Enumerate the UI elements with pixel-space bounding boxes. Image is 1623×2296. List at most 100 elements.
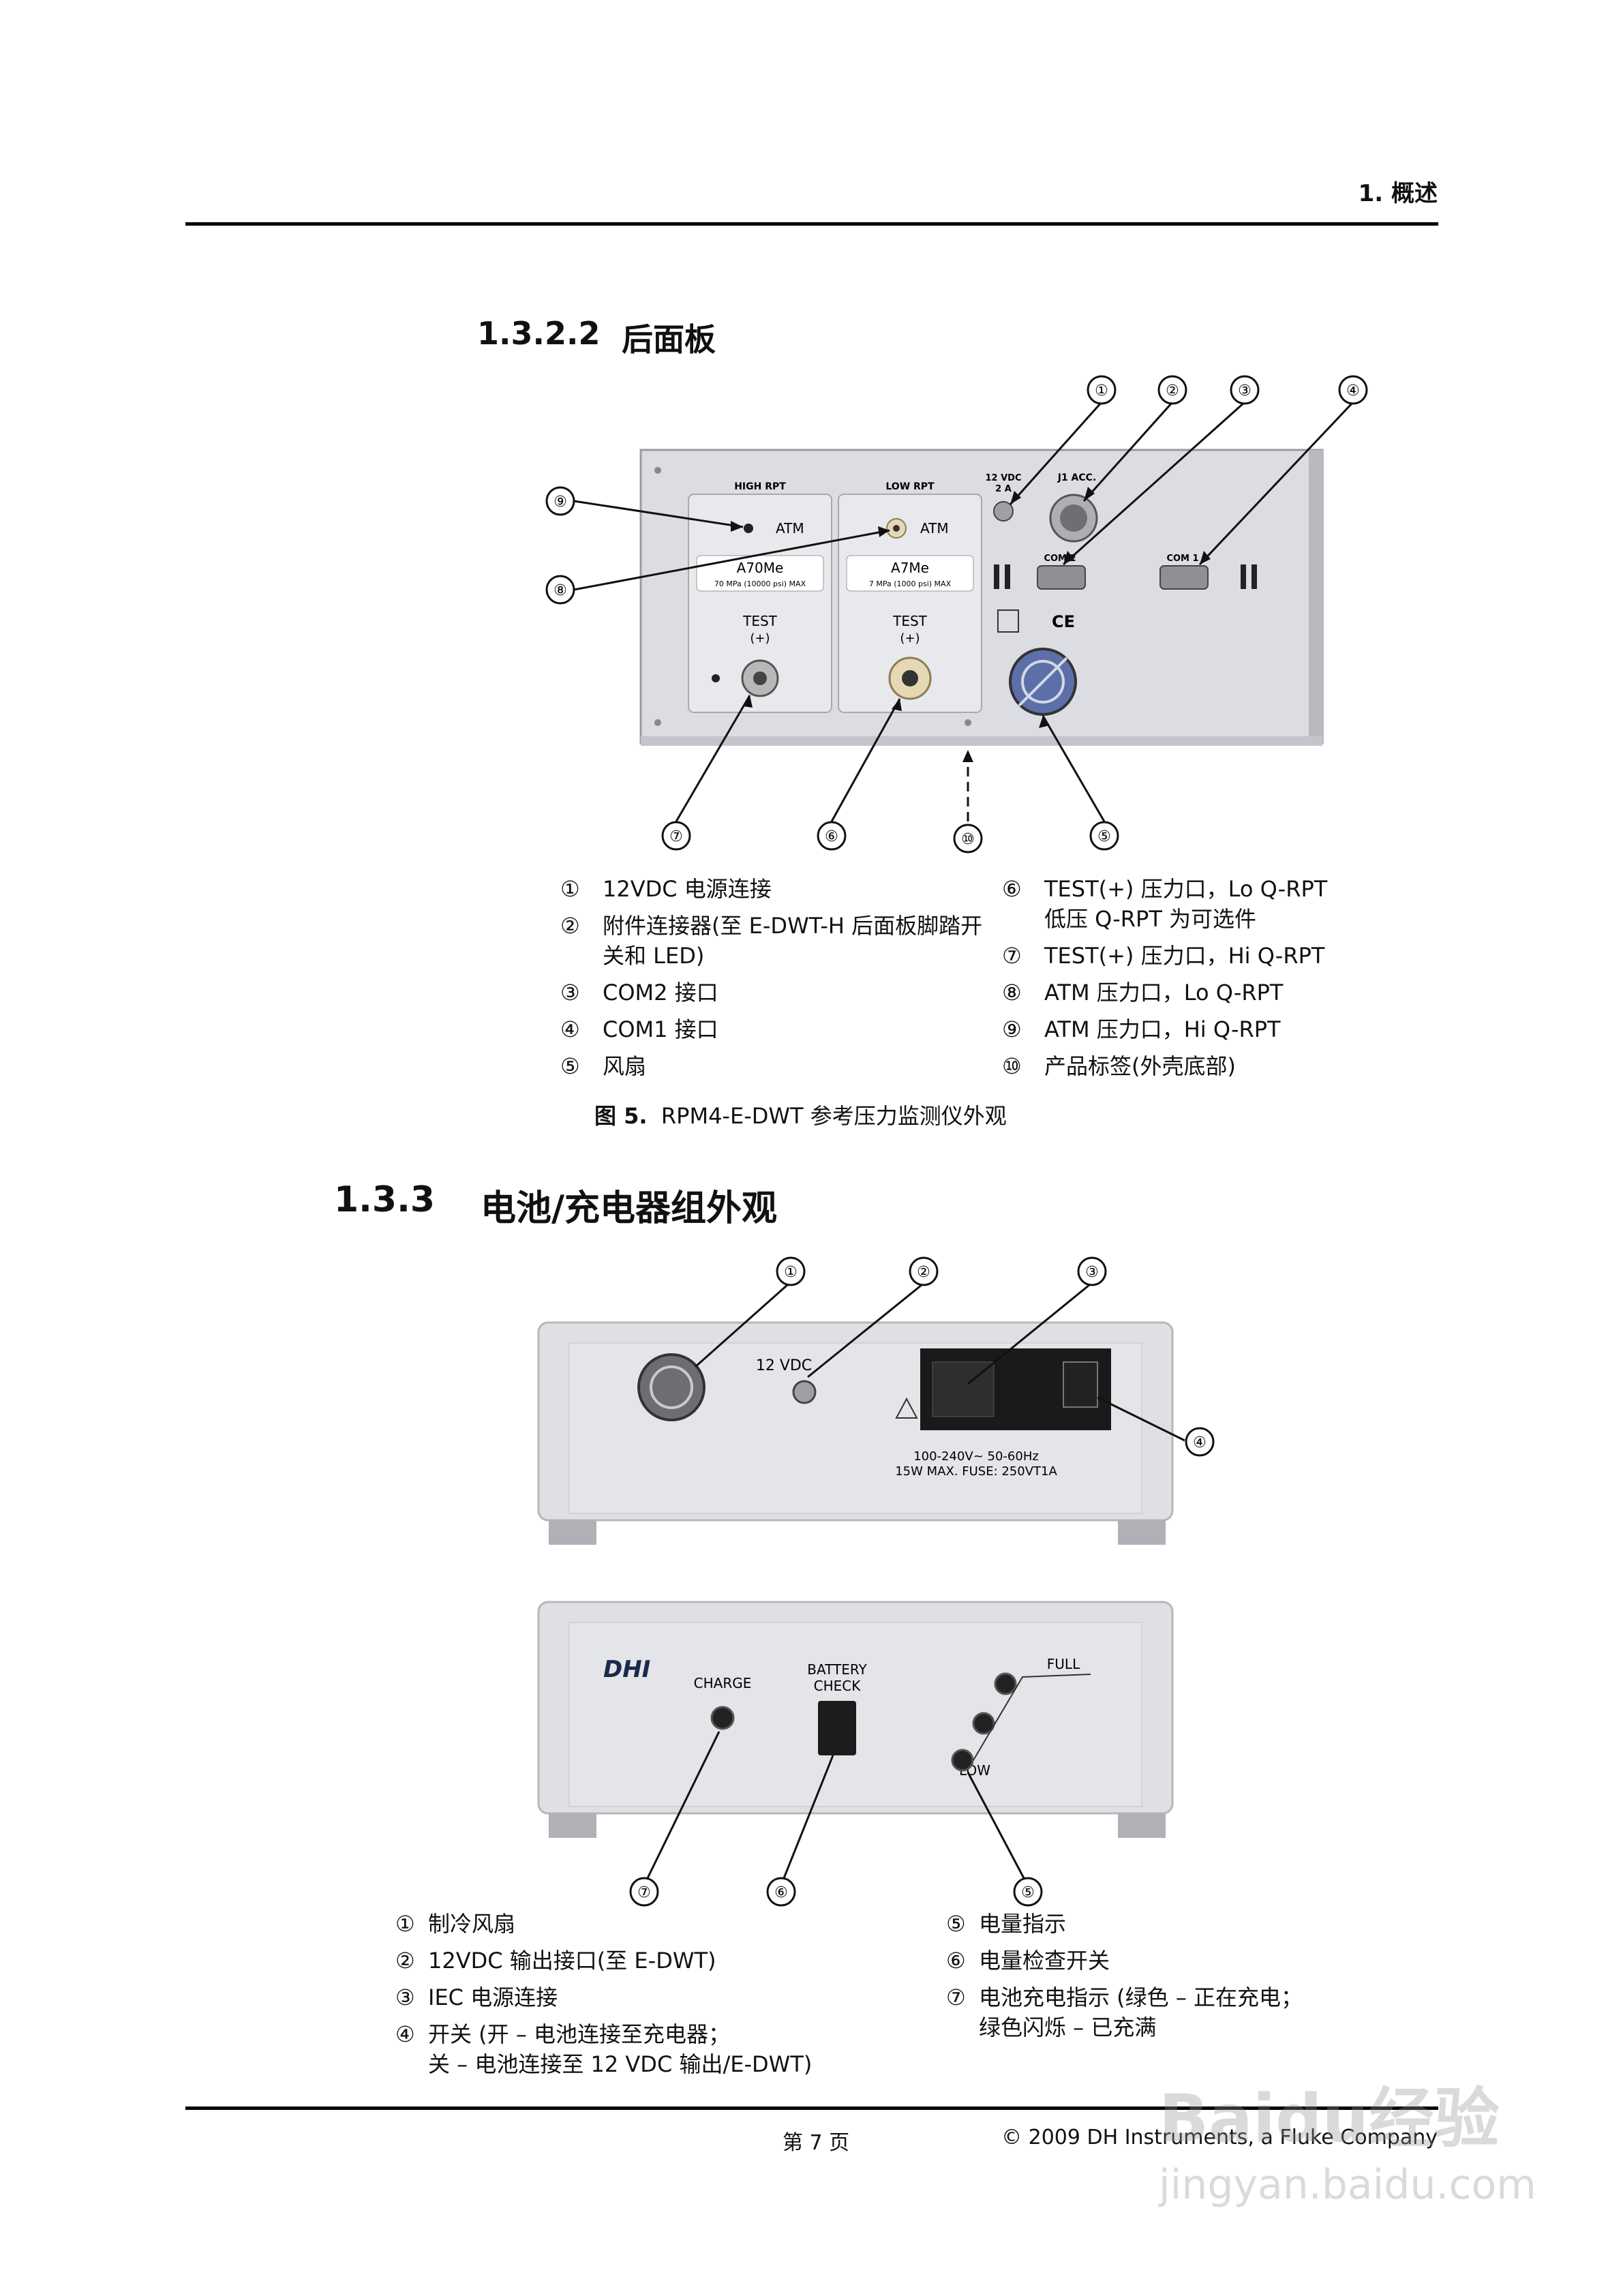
check-label: CHECK [814, 1678, 862, 1694]
page-number: 第 7 页 [783, 2131, 850, 2155]
charge-led [710, 1706, 735, 1730]
a70me-label: A70Me [737, 560, 784, 576]
watermark-url: jingyan.baidu.com [1159, 2161, 1536, 2209]
fan-guard [1021, 660, 1065, 704]
a7me-rating: 7 MPa (1000 psi) MAX [869, 579, 952, 588]
fan-guard-bar [1018, 656, 1068, 707]
panel-edge [1309, 450, 1324, 743]
low-test-plus: (+) [900, 631, 920, 646]
panel-bottom [641, 736, 1322, 746]
callout-9: ⑨ [553, 494, 567, 511]
warning-icon [895, 1397, 918, 1419]
power-switch [1063, 1361, 1098, 1408]
callout-5: ⑤ [1097, 828, 1111, 845]
chapter-header: 1. 概述 [1358, 180, 1438, 207]
legend-item-cont: 绿色闪烁 – 已充满 [979, 2014, 1157, 2040]
figure-caption: 图 5. RPM4-E-DWT 参考压力监测仪外观 [594, 1103, 1007, 1129]
vent-slot [1005, 564, 1010, 589]
copyright: © 2009 DH Instruments, a Fluke Company [1001, 2126, 1438, 2149]
charge-label: CHARGE [694, 1675, 752, 1691]
charger-callout-2: ② [917, 1264, 930, 1281]
dc-output-jack [792, 1380, 817, 1404]
header-rule [185, 222, 1438, 226]
high-test-port-hole [753, 671, 767, 685]
charger-callout-markers [629, 1256, 1215, 1907]
a70me-rating: 70 MPa (10000 psi) MAX [714, 579, 806, 588]
foot [549, 1813, 596, 1838]
screw [654, 719, 661, 726]
vdc-label: 12 VDC [985, 473, 1021, 483]
callout-2: ② [1166, 382, 1179, 399]
com2-port [1037, 565, 1086, 590]
callout-4: ④ [1346, 382, 1360, 399]
callout-3: ③ [1238, 382, 1252, 399]
screw [654, 467, 661, 474]
charger-callout-1: ① [784, 1264, 798, 1281]
section-number: 1.3.2.2 [477, 315, 601, 352]
legend-item-cont: 低压 Q-RPT 为可选件 [1044, 906, 1257, 932]
legend-item-cont: 关和 LED) [603, 943, 705, 969]
high-test-plus: (+) [750, 631, 770, 646]
high-atm-label: ATM [776, 520, 804, 537]
low-test-label: TEST [892, 613, 928, 629]
callout-8: ⑧ [553, 582, 567, 599]
a7me-label: A7Me [891, 560, 929, 576]
dc-power-jack [993, 501, 1014, 522]
com1-port [1159, 565, 1209, 590]
high-rpt-label: HIGH RPT [734, 481, 786, 492]
vent-slot [1241, 564, 1246, 589]
full-label: FULL [1047, 1656, 1080, 1672]
level-led-low [951, 1749, 974, 1772]
amp-label: 2 A [995, 484, 1012, 494]
charger-callout-5: ⑤ [1021, 1884, 1035, 1901]
charger-figure: 12 VDC 100-240V~ 50-60Hz 15W MAX. FUSE: … [537, 1256, 1215, 1907]
callout-1: ① [1095, 382, 1108, 399]
foot [1118, 1813, 1166, 1838]
callout-markers [545, 375, 1368, 854]
ce-mark: CE [1052, 612, 1075, 631]
vent-slot [1252, 564, 1257, 589]
output-vdc-label: 12 VDC [756, 1357, 812, 1374]
foot [549, 1520, 596, 1545]
high-test-label: TEST [742, 613, 778, 629]
charger-callout-3: ③ [1085, 1264, 1099, 1281]
screw [965, 719, 971, 726]
battery-label: BATTERY [807, 1661, 867, 1678]
label-box [997, 609, 1019, 633]
fan-icon [637, 1353, 706, 1421]
power-rating-line2: 15W MAX. FUSE: 250VT1A [895, 1464, 1057, 1479]
foot [1118, 1520, 1166, 1545]
low-test-port-hole [902, 670, 918, 686]
callout-6: ⑥ [825, 828, 838, 845]
legend-item-cont: 关 – 电池连接至 12 VDC 输出/E-DWT) [428, 2051, 813, 2077]
callout-10: ⑩ [961, 831, 975, 848]
section2-number: 1.3.3 [334, 1179, 436, 1220]
section2-title: 电池/充电器组外观 [481, 1188, 777, 1229]
level-indicator-line [973, 1674, 1091, 1761]
low-rpt-module [838, 494, 982, 713]
a7me-plate [846, 555, 974, 592]
callout-7: ⑦ [669, 828, 683, 845]
low-atm-label: ATM [920, 520, 949, 537]
watermark-brand: Baidu经验 [1159, 2081, 1500, 2157]
